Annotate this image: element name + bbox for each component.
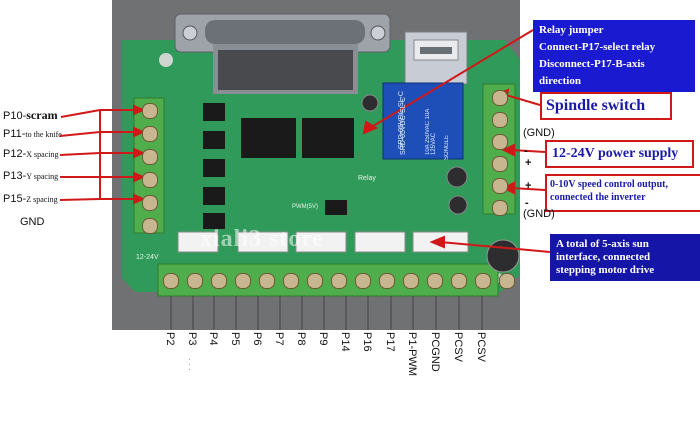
relay-jumper-line3: Disconnect-P17-B-axis direction (539, 58, 645, 87)
pin-label-p1-pwm: P1-PWM (406, 332, 418, 376)
left-screw-terminals (142, 103, 158, 234)
terminal-sign-1: - (524, 145, 528, 157)
db25-connector (174, 13, 391, 94)
spindle-switch-callout: Spindle switch (540, 92, 672, 120)
pin-label-pcsv-1: PCSV (452, 332, 464, 362)
label-p13-text: Y spacing (26, 172, 59, 181)
label-p12-code: P12- (3, 148, 27, 160)
pin-label-p16: P16 (361, 332, 373, 352)
right-screw-terminals (492, 90, 508, 216)
relay-jumper-callout: Relay jumper Connect-P17-select relay Di… (533, 20, 695, 92)
pin-leaders (170, 296, 483, 330)
pin-label-p6: P6 (251, 332, 263, 346)
pin-label-p2: P2 (164, 332, 176, 346)
speed-control-line2: connected the inverter (550, 192, 646, 203)
pin-label-p4: P4 (207, 332, 219, 346)
silk-pwm: PWM(5V) (292, 204, 318, 210)
bottom-screw-terminals (163, 273, 515, 289)
terminal-sign-2: + (525, 157, 532, 169)
watermark: xiali3 store (200, 226, 325, 252)
svg-text:SRD-05VDC-SL-C: SRD-05VDC-SL-C (398, 91, 405, 149)
axis-headers (177, 231, 469, 253)
label-p11-code: P11- (3, 128, 26, 140)
axis-interface-line1: A total of 5-axis sun (556, 238, 649, 250)
label-p12: P12-X spacing (3, 148, 58, 160)
gnd-bottom-label: (GND) (523, 208, 555, 220)
relay-jumper-line1: Relay jumper (539, 24, 604, 36)
label-p15: P15-Z spacing (3, 193, 58, 205)
pin-label-p3: P3 (186, 332, 198, 346)
relay-model-text: SRD-05VDC-SL-C (400, 97, 407, 155)
pin-label-pcgnd: PCGND (429, 332, 441, 372)
ic-chips (241, 118, 354, 215)
relay-brand-text: SONGLE (444, 134, 450, 160)
silk-relay: Relay (358, 175, 376, 182)
speed-control-callout: 0-10V speed control output, connected th… (545, 174, 700, 212)
speed-control-line1: 0-10V speed control output, (550, 179, 668, 190)
optocouplers (203, 103, 225, 229)
axis-interface-callout: A total of 5-axis sun interface, connect… (550, 234, 700, 281)
label-p11-text: to the knife (25, 130, 62, 139)
label-p10: P10-scram (3, 108, 58, 123)
label-gnd-left: GND (20, 216, 45, 228)
axis-interface-line3: stepping motor drive (556, 264, 655, 276)
axis-interface-line2: interface, connected (556, 251, 651, 263)
pin-label-p5: P5 (229, 332, 241, 346)
pin-label-p14: P14 (339, 332, 351, 352)
pin-label-p7: P7 (273, 332, 285, 346)
gnd-top-label: (GND) (523, 127, 555, 139)
pin-label-p17: P17 (384, 332, 396, 352)
label-p10-code: P10- (3, 110, 27, 122)
relay-jumper-line2: Connect-P17-select relay (539, 41, 656, 53)
extra-mark: . . . (187, 358, 197, 371)
relay-rating-text: 10A 250VAC 10A 125VAC (425, 109, 437, 155)
silk-12-24v: 12-24V (136, 254, 159, 261)
mount-hole (159, 53, 173, 67)
label-p12-text: X spacing (26, 150, 59, 159)
label-p13-code: P13- (3, 170, 27, 182)
pin-label-pcsv-2: PCSV (475, 332, 487, 362)
power-supply-callout: 12-24V power supply (545, 140, 694, 168)
label-p10-text: scram (26, 108, 58, 122)
pin-label-p9: P9 (317, 332, 329, 346)
label-p15-text: Z spacing (26, 195, 58, 204)
terminal-sign-4: - (525, 197, 529, 209)
label-p11: P11-to the knife (3, 128, 62, 140)
pin-label-p8: P8 (295, 332, 307, 346)
label-p15-code: P15- (3, 193, 27, 205)
terminal-sign-3: + (525, 180, 532, 192)
label-p13: P13-Y spacing (3, 170, 58, 182)
